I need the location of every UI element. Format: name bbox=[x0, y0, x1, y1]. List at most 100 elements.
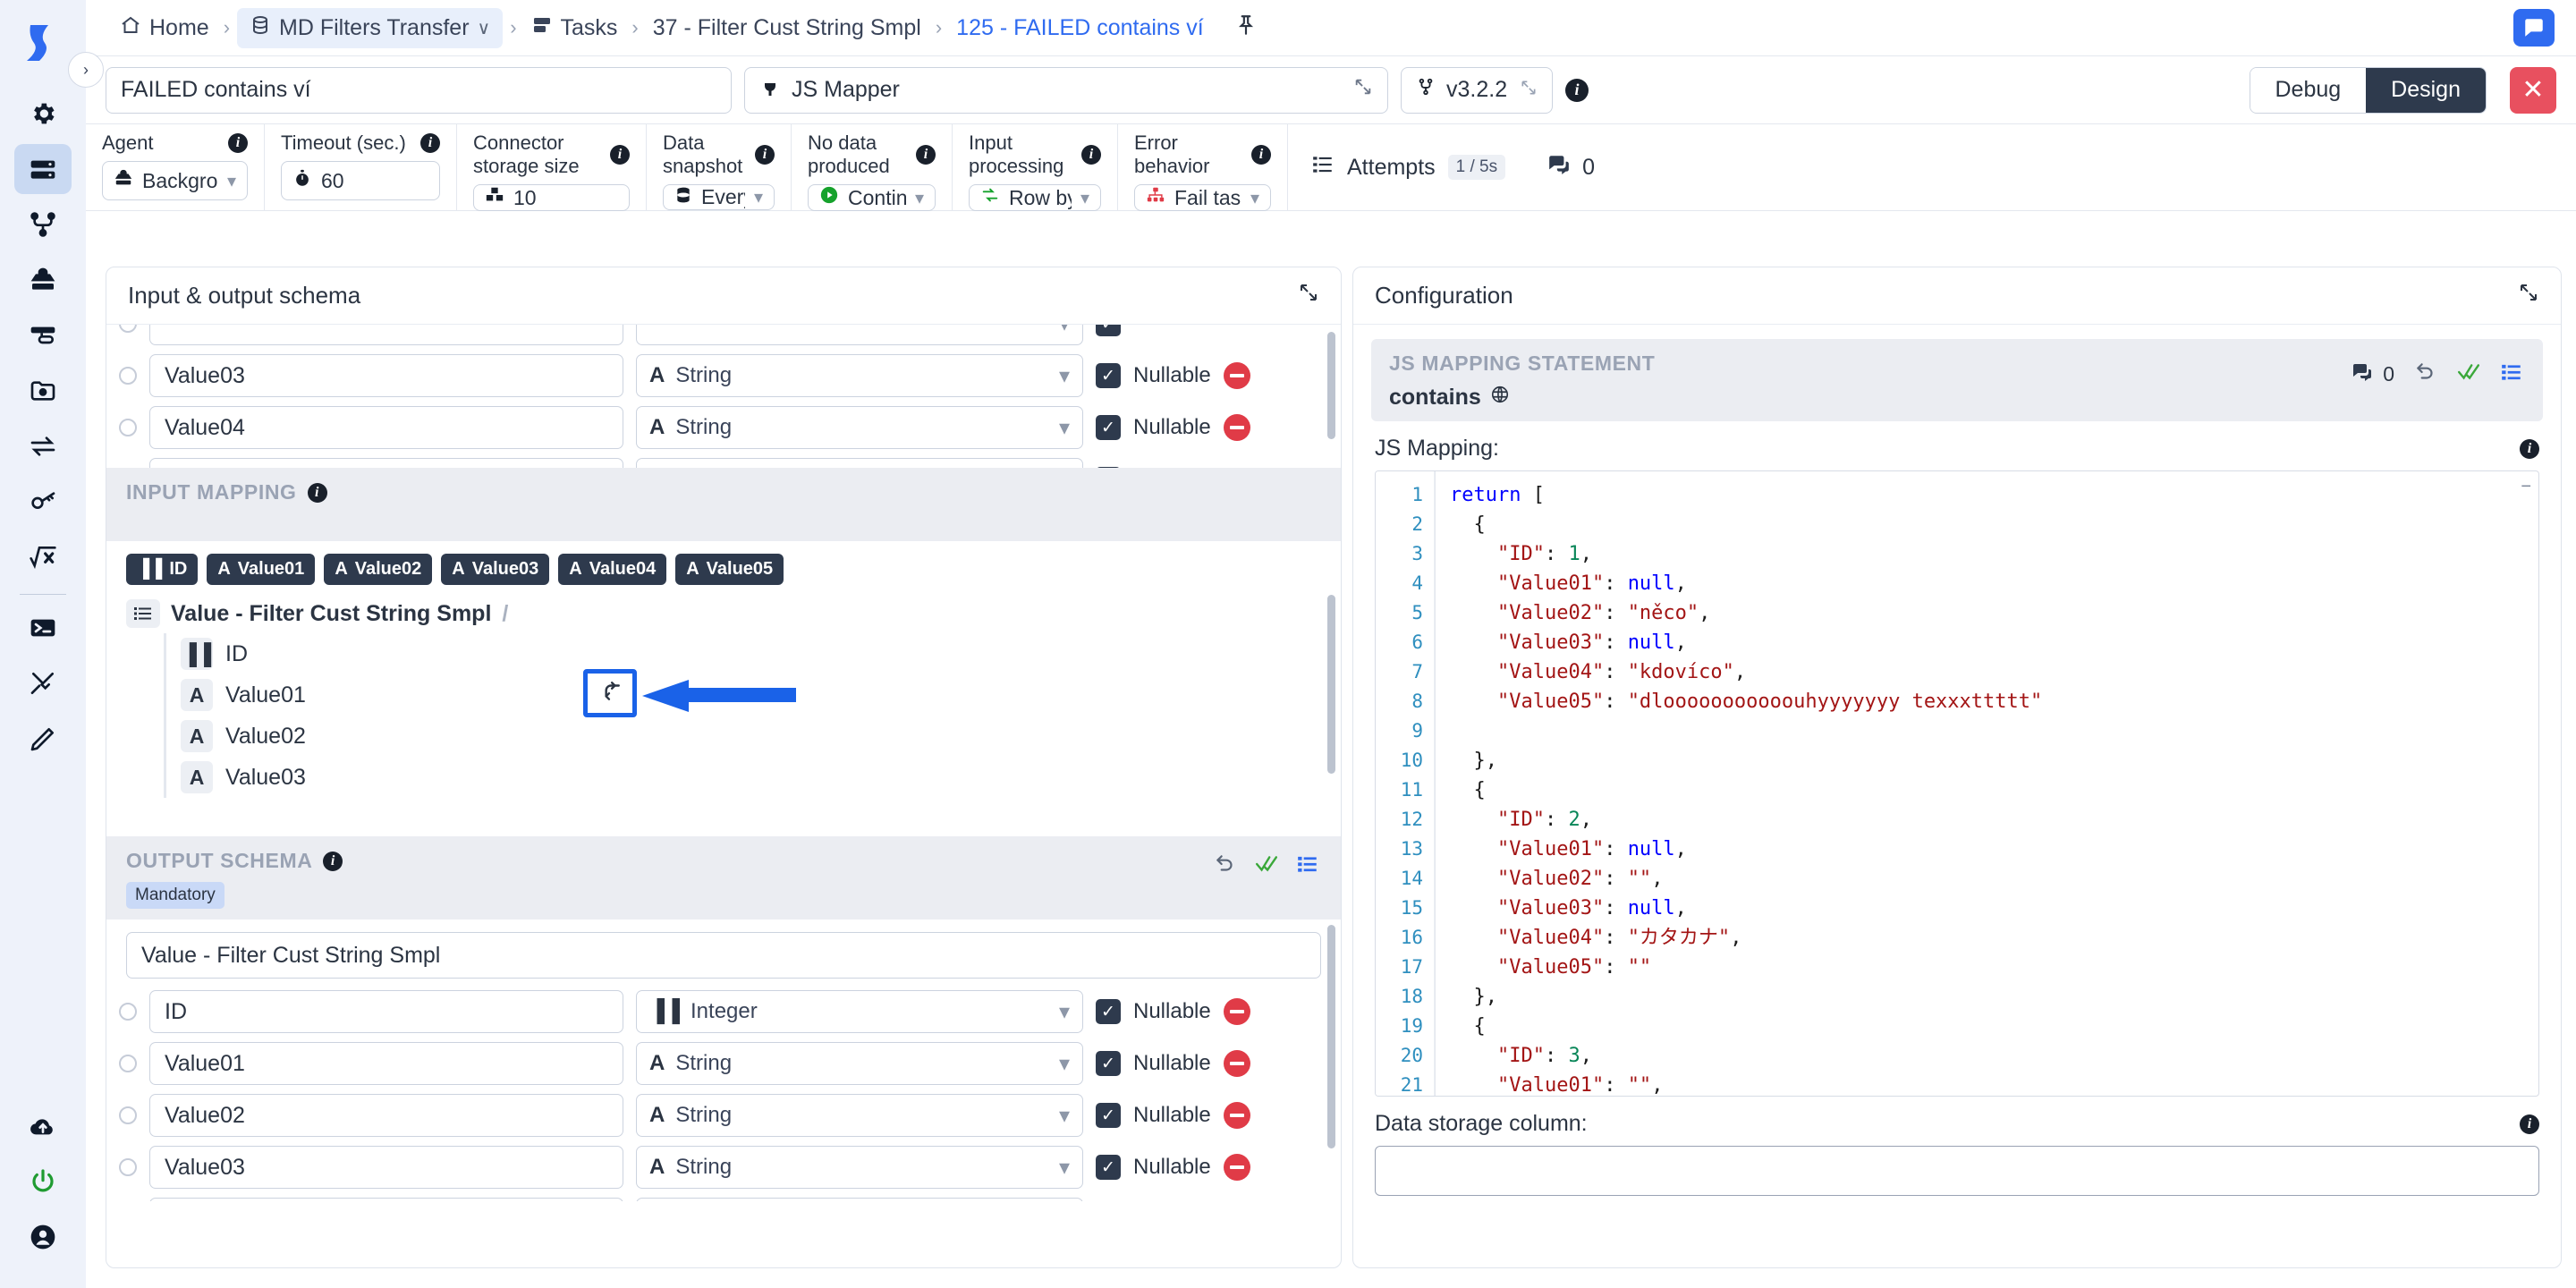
scrollbar-thumb[interactable] bbox=[1327, 925, 1335, 1148]
version-field[interactable]: v3.2.2 bbox=[1401, 66, 1553, 114]
chevron-down-icon[interactable]: ▾ bbox=[1058, 363, 1070, 388]
output-root-name-input[interactable]: Value - Filter Cust String Smpl bbox=[126, 932, 1321, 979]
field-chip-value05[interactable]: A Value05 bbox=[675, 554, 784, 585]
field-chip-value04[interactable]: A Value04 bbox=[558, 554, 667, 585]
nullable-checkbox[interactable]: ✓ bbox=[1096, 415, 1121, 440]
remove-row-button[interactable] bbox=[1223, 362, 1250, 389]
info-icon[interactable]: i bbox=[1081, 145, 1101, 165]
chevron-down-icon[interactable]: ▾ bbox=[1080, 188, 1089, 208]
sidebar-item-tools[interactable] bbox=[14, 658, 72, 708]
connector-field[interactable]: JS Mapper bbox=[744, 66, 1388, 114]
nullable-checkbox[interactable]: ✓ bbox=[1096, 467, 1121, 468]
breadcrumb-item-parent-task[interactable]: 37 - Filter Cust String Smpl bbox=[646, 11, 928, 46]
sidebar-item-cloud-upload[interactable] bbox=[14, 1101, 72, 1151]
list-item[interactable]: A Value01 bbox=[164, 674, 1341, 716]
field-name-input[interactable]: Value03 bbox=[149, 1146, 623, 1189]
field-name-input[interactable] bbox=[149, 325, 623, 345]
mapping-root[interactable]: Value - Filter Cust String Smpl / bbox=[106, 590, 1341, 633]
field-type-select[interactable]: ▐▐ Integer ▾ bbox=[636, 990, 1083, 1033]
nullable-checkbox[interactable]: ✓ bbox=[1096, 999, 1121, 1024]
list-icon[interactable] bbox=[2500, 360, 2523, 388]
no-data-produced-select[interactable]: Continue ▾ bbox=[808, 184, 936, 211]
info-icon[interactable]: i bbox=[307, 482, 327, 503]
remove-row-button[interactable] bbox=[1223, 998, 1250, 1025]
info-icon[interactable]: i bbox=[610, 145, 630, 165]
row-radio[interactable] bbox=[119, 419, 137, 436]
info-icon[interactable]: i bbox=[1251, 145, 1271, 165]
sidebar-item-formula[interactable] bbox=[14, 532, 72, 582]
info-icon[interactable]: i bbox=[323, 851, 343, 871]
editor-collapse-icon[interactable]: − bbox=[2521, 477, 2531, 496]
chevron-down-icon[interactable]: ∨ bbox=[477, 18, 491, 38]
sidebar-collapse-handle[interactable]: › bbox=[68, 52, 104, 88]
sidebar-item-server[interactable] bbox=[14, 144, 72, 194]
nullable-checkbox[interactable]: ✓ bbox=[1096, 1051, 1121, 1076]
data-snapshot-select[interactable]: Everytime ▾ bbox=[663, 184, 775, 210]
close-button[interactable]: ✕ bbox=[2510, 66, 2556, 114]
field-chip-value01[interactable]: A Value01 bbox=[207, 554, 316, 585]
agent-select[interactable]: Background ▾ bbox=[102, 161, 248, 200]
field-name-input[interactable]: Value03 bbox=[149, 354, 623, 397]
chat-button[interactable] bbox=[2513, 9, 2555, 47]
chevron-down-icon[interactable]: ▾ bbox=[1058, 999, 1070, 1024]
comments-counter[interactable]: 0 bbox=[1529, 124, 1595, 210]
globe-icon[interactable] bbox=[1490, 385, 1510, 411]
field-name-input[interactable]: Value04 bbox=[149, 1198, 623, 1201]
breadcrumb-item-tasks[interactable]: Tasks bbox=[524, 10, 625, 47]
code-content[interactable]: return [ { "ID": 1, "Value01": null, "Va… bbox=[1435, 471, 2538, 1096]
chevron-down-icon[interactable]: ▾ bbox=[914, 188, 924, 208]
error-behavior-select[interactable]: Fail task ▾ bbox=[1134, 184, 1271, 211]
nullable-checkbox[interactable]: ✓ bbox=[1096, 325, 1121, 336]
statement-comments[interactable]: 0 bbox=[2351, 361, 2394, 388]
field-name-input[interactable]: Value01 bbox=[149, 1042, 623, 1085]
sidebar-item-transfer[interactable] bbox=[14, 421, 72, 471]
field-type-select[interactable]: ▾ bbox=[636, 325, 1083, 345]
expand-icon[interactable] bbox=[1353, 77, 1373, 103]
field-type-select[interactable]: A String ▾ bbox=[636, 1198, 1083, 1201]
undo-icon[interactable] bbox=[1214, 852, 1237, 880]
merge-icon[interactable] bbox=[597, 680, 623, 708]
sidebar-item-power[interactable] bbox=[14, 1157, 72, 1207]
nullable-checkbox[interactable]: ✓ bbox=[1096, 1103, 1121, 1128]
mode-debug-button[interactable]: Debug bbox=[2250, 67, 2367, 113]
remove-row-button[interactable] bbox=[1223, 1154, 1250, 1181]
nullable-checkbox[interactable]: ✓ bbox=[1096, 363, 1121, 388]
storage-size-input[interactable]: 10 bbox=[473, 184, 630, 211]
chevron-down-icon[interactable]: ▾ bbox=[753, 188, 763, 208]
info-icon[interactable]: i bbox=[228, 133, 248, 153]
sidebar-item-gear[interactable] bbox=[14, 89, 72, 139]
chevron-down-icon[interactable]: ▾ bbox=[1058, 1103, 1070, 1128]
remove-row-button[interactable] bbox=[1223, 1050, 1250, 1077]
field-name-input[interactable]: Value04 bbox=[149, 406, 623, 449]
list-item[interactable]: A Value03 bbox=[164, 757, 1341, 798]
nullable-checkbox[interactable]: ✓ bbox=[1096, 1155, 1121, 1180]
expand-icon[interactable] bbox=[2518, 282, 2539, 309]
info-icon[interactable]: i bbox=[916, 145, 936, 165]
row-radio[interactable] bbox=[119, 1158, 137, 1176]
field-type-select[interactable] bbox=[636, 458, 1083, 468]
info-icon[interactable]: i bbox=[420, 133, 440, 153]
sidebar-item-account[interactable] bbox=[14, 1212, 72, 1262]
task-name-input[interactable]: FAILED contains ví bbox=[106, 66, 732, 114]
field-chip-id[interactable]: ▐▐ ID bbox=[126, 554, 199, 585]
sidebar-item-key[interactable] bbox=[14, 477, 72, 527]
chevron-down-icon[interactable]: ▾ bbox=[226, 171, 236, 191]
field-type-select[interactable]: A String ▾ bbox=[636, 1042, 1083, 1085]
row-radio[interactable] bbox=[119, 325, 137, 333]
chevron-down-icon[interactable]: ▾ bbox=[1058, 1155, 1070, 1180]
breadcrumb-item-project[interactable]: MD Filters Transfer ∨ bbox=[237, 7, 504, 48]
sidebar-item-terminal[interactable] bbox=[14, 603, 72, 653]
expand-icon[interactable] bbox=[1298, 282, 1319, 309]
breadcrumb-item-home[interactable]: Home bbox=[113, 10, 216, 47]
data-storage-column-input[interactable] bbox=[1375, 1146, 2539, 1196]
input-processing-select[interactable]: Row by row ▾ bbox=[969, 184, 1101, 211]
chevron-down-icon[interactable]: ▾ bbox=[1058, 1051, 1070, 1076]
info-icon[interactable]: i bbox=[1565, 78, 1589, 102]
pin-icon[interactable] bbox=[1234, 13, 1258, 43]
sidebar-item-pencil[interactable] bbox=[14, 714, 72, 764]
row-radio[interactable] bbox=[119, 1055, 137, 1072]
remove-row-button[interactable] bbox=[1223, 1102, 1250, 1129]
row-radio[interactable] bbox=[119, 1003, 137, 1021]
sidebar-item-workflow[interactable] bbox=[14, 199, 72, 250]
